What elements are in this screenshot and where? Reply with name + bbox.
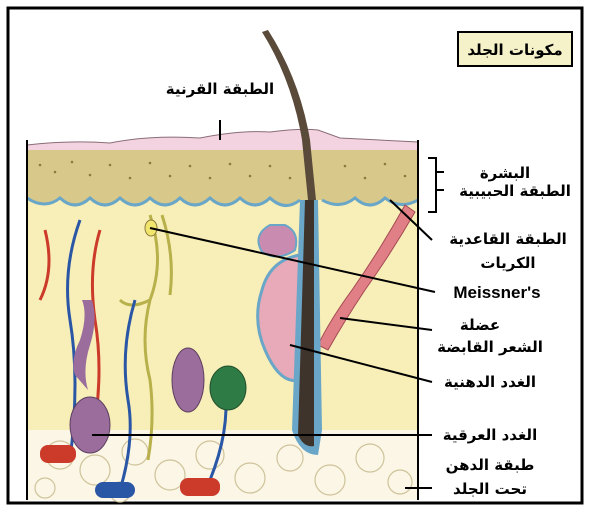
label-arrector-muscle-2: الشعر القابضة — [437, 338, 543, 356]
label-arrector-muscle-1: عضلة — [460, 316, 500, 334]
hair-bulb-green — [210, 366, 246, 410]
label-corpuscles: الكريات — [480, 254, 535, 272]
label-sebaceous-glands: الغدد الدهنية — [444, 373, 536, 391]
label-subcutaneous-2: تحت الجلد — [453, 480, 527, 498]
epidermis-layer — [27, 150, 418, 206]
label-stratum-granulosum: الطبقة الحبيبية — [459, 182, 571, 200]
label-meissner: Meissner's — [453, 283, 540, 302]
label-subcutaneous-1: طبقة الدهن — [446, 456, 535, 474]
label-stratum-basale: الطبقة القاعدية — [449, 230, 566, 248]
diagram-title: مكونات الجلد — [467, 41, 562, 59]
artery-section — [40, 445, 76, 463]
sebaceous-gland-top — [258, 225, 296, 257]
artery-section-2 — [180, 478, 220, 496]
label-epidermis: البشرة — [480, 164, 530, 182]
vein-section — [95, 482, 135, 498]
label-stratum-corneum: الطبقة القرنية — [166, 80, 274, 98]
label-sweat-glands: الغدد العرقية — [443, 426, 537, 444]
